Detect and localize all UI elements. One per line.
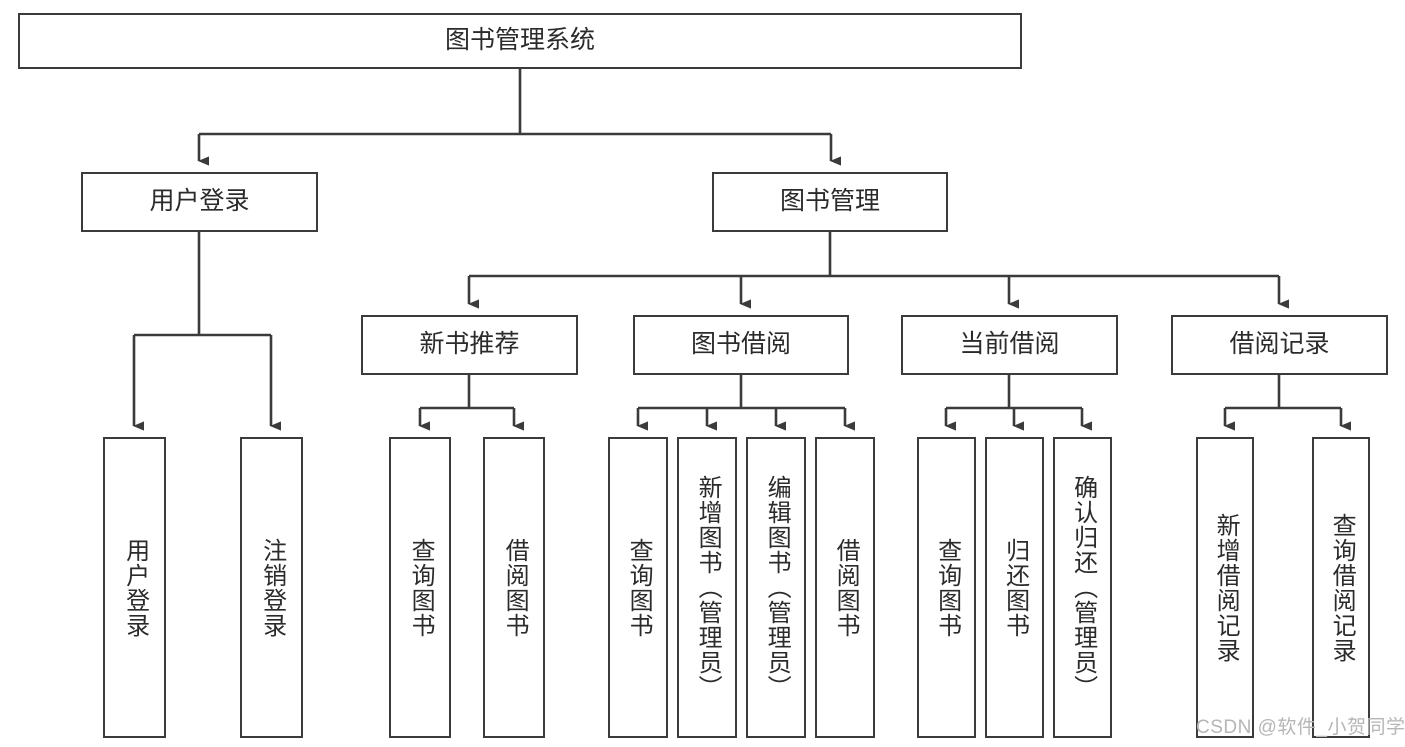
node-leaf-user-login[interactable]: 用户登录 [103,437,166,738]
node-root[interactable]: 图书管理系统 [18,13,1022,69]
node-leaf-confirm-return-label: 确认归还（管理员） [1069,475,1097,700]
node-book-manage[interactable]: 图书管理 [712,172,948,232]
node-leaf-add-record[interactable]: 新增借阅记录 [1196,437,1254,738]
node-user-login[interactable]: 用户登录 [81,172,318,232]
node-borrow-record[interactable]: 借阅记录 [1171,315,1388,375]
node-book-borrow-label: 图书借阅 [690,330,791,359]
node-leaf-query-book-3-label: 查询图书 [933,537,961,638]
node-leaf-edit-book[interactable]: 编辑图书（管理员） [746,437,806,738]
node-leaf-query-book-2[interactable]: 查询图书 [608,437,668,738]
node-leaf-query-book-1-label: 查询图书 [407,537,435,638]
node-current-borrow[interactable]: 当前借阅 [901,315,1118,375]
node-user-login-label: 用户登录 [149,187,250,216]
node-leaf-add-book[interactable]: 新增图书（管理员） [677,437,737,738]
node-leaf-query-book-3[interactable]: 查询图书 [917,437,976,738]
csdn-watermark: CSDN @软件_小贺同学 [1196,717,1405,738]
node-leaf-user-logout-label: 注销登录 [258,537,286,638]
node-leaf-borrow-book-1[interactable]: 借阅图书 [483,437,545,738]
node-leaf-confirm-return[interactable]: 确认归还（管理员） [1053,437,1112,738]
node-leaf-user-login-label: 用户登录 [121,537,149,638]
node-new-book-recommend[interactable]: 新书推荐 [361,315,578,375]
node-leaf-borrow-book-1-label: 借阅图书 [501,537,529,638]
node-new-book-recommend-label: 新书推荐 [419,330,520,359]
node-leaf-query-record-label: 查询借阅记录 [1328,512,1356,663]
node-leaf-borrow-book-2[interactable]: 借阅图书 [815,437,875,738]
node-leaf-query-record[interactable]: 查询借阅记录 [1312,437,1370,738]
node-leaf-add-book-label: 新增图书（管理员） [694,475,722,700]
node-leaf-borrow-book-2-label: 借阅图书 [832,537,860,638]
node-book-manage-label: 图书管理 [779,187,880,216]
node-borrow-record-label: 借阅记录 [1229,330,1330,359]
node-root-label: 图书管理系统 [444,26,595,55]
node-current-borrow-label: 当前借阅 [959,330,1060,359]
node-book-borrow[interactable]: 图书借阅 [633,315,849,375]
node-leaf-return-book[interactable]: 归还图书 [985,437,1044,738]
node-leaf-return-book-label: 归还图书 [1001,537,1029,638]
node-leaf-add-record-label: 新增借阅记录 [1212,512,1240,663]
node-leaf-query-book-2-label: 查询图书 [625,537,653,638]
node-leaf-edit-book-label: 编辑图书（管理员） [763,475,791,700]
node-leaf-query-book-1[interactable]: 查询图书 [389,437,451,738]
node-leaf-user-logout[interactable]: 注销登录 [240,437,303,738]
